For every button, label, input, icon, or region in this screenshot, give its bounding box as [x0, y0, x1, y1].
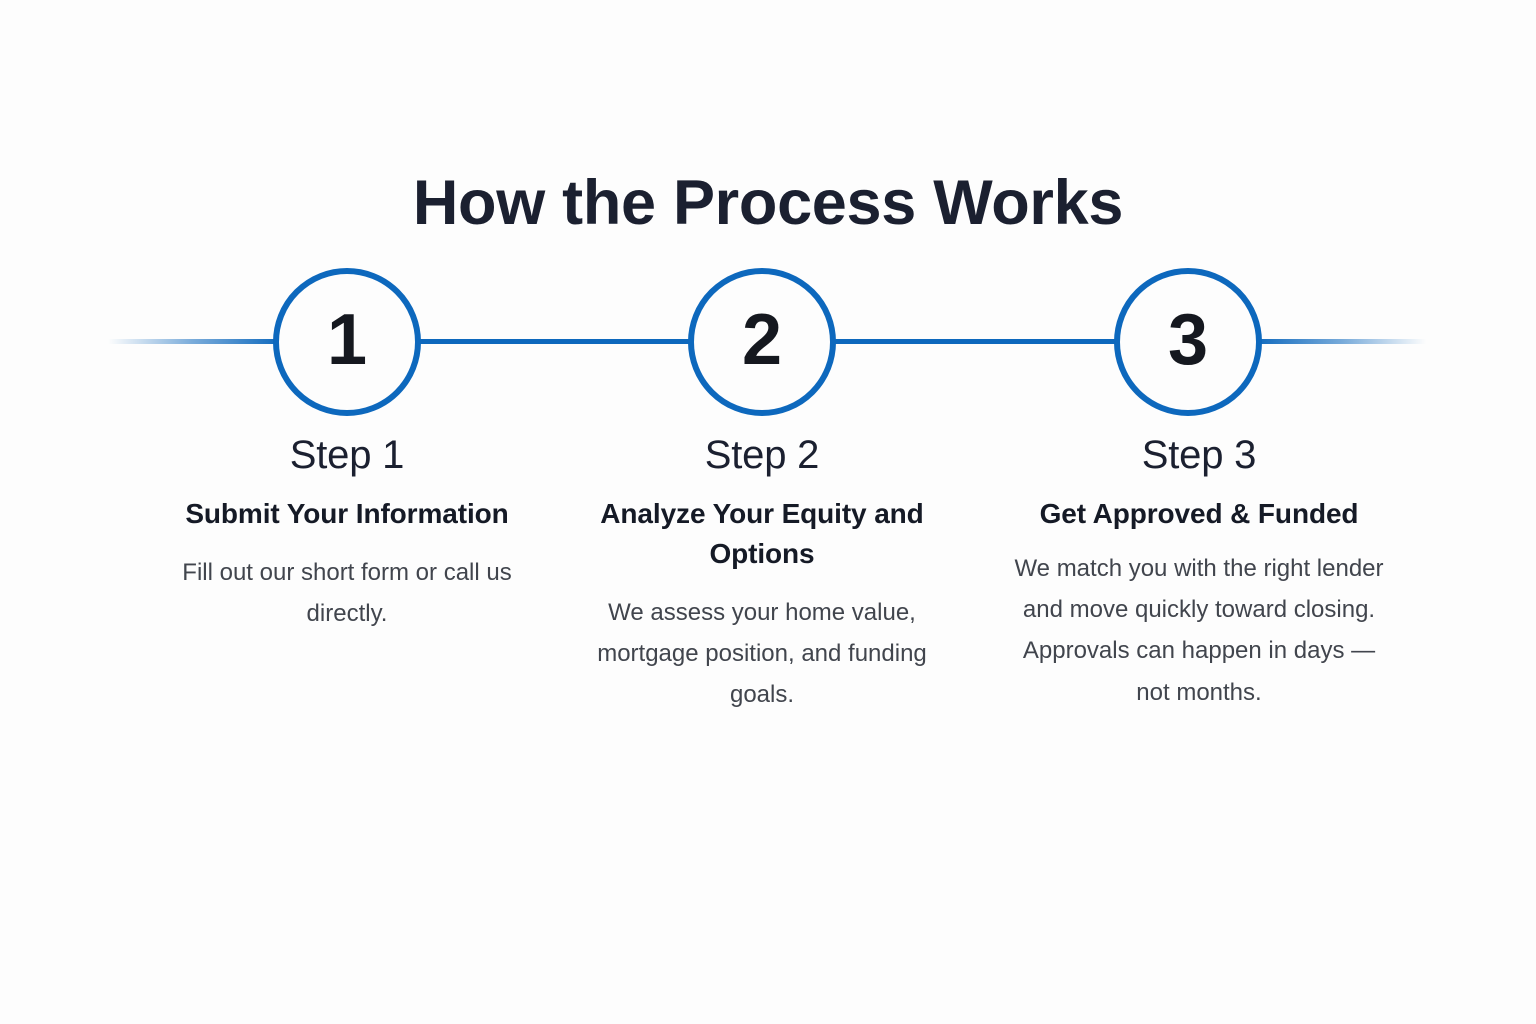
step-description: Fill out our short form or call us direc…: [182, 558, 512, 628]
step-heading: Get Approved & Funded: [1039, 498, 1359, 529]
step-label: Step 3: [1141, 433, 1257, 477]
timeline-node-number: 3: [1167, 300, 1209, 380]
timeline-node-3[interactable]: 3: [1114, 268, 1262, 416]
page-title: How the Process Works: [412, 168, 1124, 239]
timeline-node-2[interactable]: 2: [688, 268, 836, 416]
step-heading: Analyze Your Equity and Options: [600, 498, 924, 569]
process-timeline: 1 2 3: [0, 268, 1536, 418]
step-column-1: Step 1 Submit Your Information Fill out …: [177, 432, 517, 634]
step-label: Step 2: [704, 433, 820, 477]
step-column-2: Step 2 Analyze Your Equity and Options W…: [582, 432, 942, 715]
step-description: We assess your home value, mortgage posi…: [597, 598, 927, 709]
timeline-node-number: 2: [741, 300, 783, 380]
timeline-node-1[interactable]: 1: [273, 268, 421, 416]
step-column-3: Step 3 Get Approved & Funded We match yo…: [1003, 432, 1395, 713]
step-label: Step 1: [289, 433, 405, 477]
step-description: We match you with the right lender and m…: [1014, 554, 1384, 706]
step-heading: Submit Your Information: [185, 498, 509, 529]
timeline-node-number: 1: [326, 300, 368, 380]
